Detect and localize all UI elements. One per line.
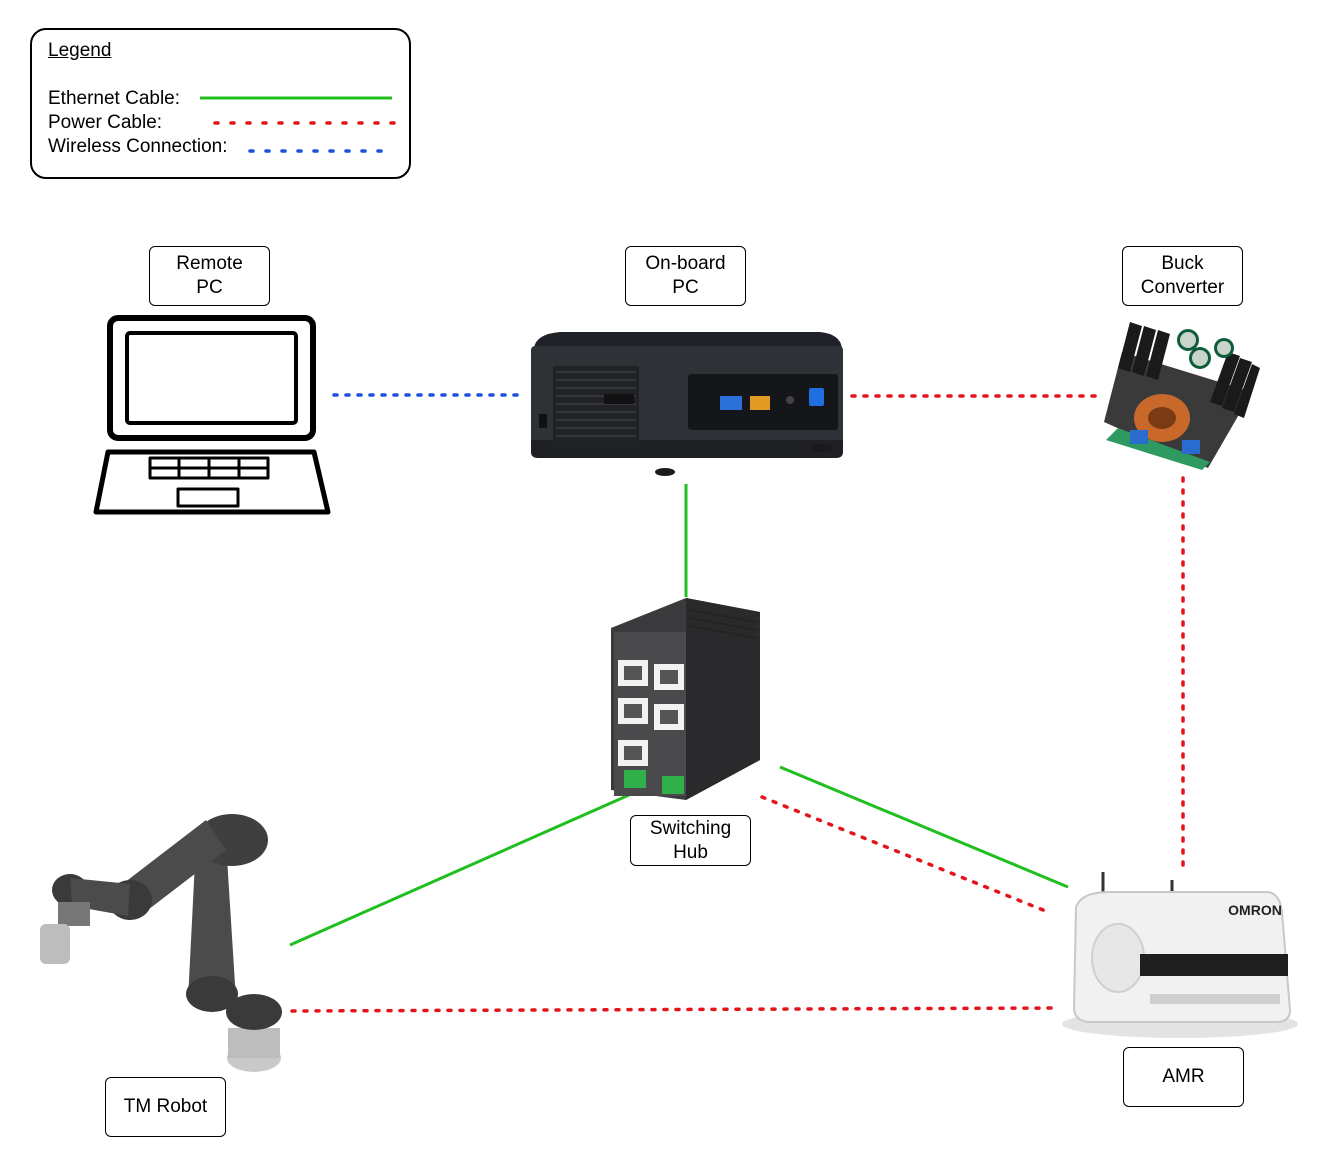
connection-lines: [289, 393, 1185, 1013]
ethernet-link-hub-amr: [779, 765, 1069, 889]
legend-box: Legend Ethernet Cable: Power Cable: Wire…: [30, 28, 411, 179]
switching-hub-label-text: Switching Hub: [649, 817, 732, 863]
robot-arm-image: [40, 814, 282, 1072]
remote-pc-label-text: Remote PC: [176, 253, 243, 298]
laptop-icon: [93, 315, 331, 515]
buck-converter-label-text: Buck Converter: [1140, 253, 1225, 298]
ethernet-link-hub-robot: [289, 793, 630, 947]
legend-item-ethernet: Ethernet Cable:: [48, 88, 180, 110]
mini-pc-image: [531, 332, 843, 476]
legend-label-ethernet: Ethernet Cable:: [48, 88, 181, 109]
amr-robot-image: OMRON: [1062, 872, 1298, 1038]
legend-label-power: Power Cable:: [48, 112, 163, 133]
amr-label-text: AMR: [1162, 1066, 1205, 1087]
buck-converter-image: [1104, 322, 1260, 470]
legend-label-wireless: Wireless Connection:: [48, 136, 228, 157]
onboard-pc-label-text: On-board PC: [645, 253, 726, 298]
power-link-hub-amr: [760, 795, 1050, 914]
onboard-pc-label: On-board PC: [625, 246, 746, 306]
legend-title: Legend: [48, 40, 112, 61]
legend-item-wireless: Wireless Connection:: [48, 136, 228, 158]
amr-label: AMR: [1123, 1047, 1244, 1107]
tm-robot-label-text: TM Robot: [123, 1096, 208, 1117]
switching-hub-image: [611, 598, 760, 800]
power-link-robot-amr: [290, 1006, 1057, 1013]
remote-pc-label: Remote PC: [149, 246, 270, 306]
switching-hub-label: Switching Hub: [630, 815, 751, 866]
legend-swatches: [200, 96, 396, 153]
legend-item-power: Power Cable:: [48, 112, 162, 134]
amr-brand-text: OMRON: [1228, 902, 1282, 918]
tm-robot-label: TM Robot: [105, 1077, 226, 1137]
buck-converter-label: Buck Converter: [1122, 246, 1243, 306]
